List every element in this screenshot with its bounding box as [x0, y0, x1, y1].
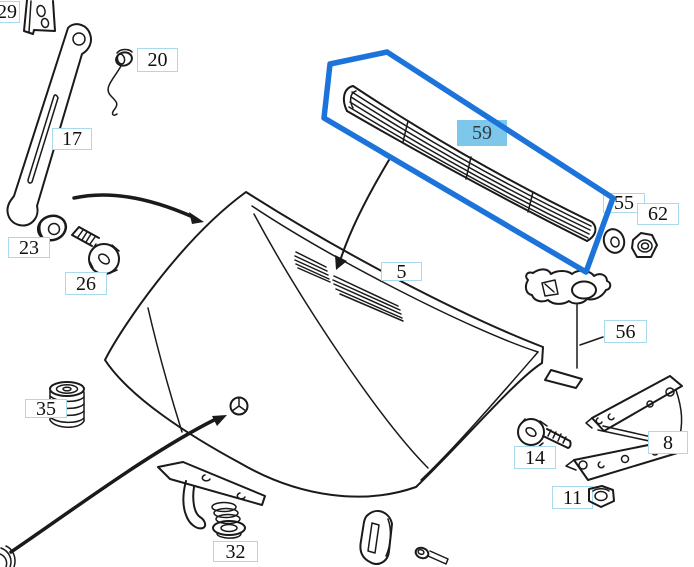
- part-label-8[interactable]: 8: [648, 431, 688, 454]
- corner-part-drawing: [0, 545, 16, 567]
- part-14-drawing: [517, 418, 572, 449]
- part-23-drawing: [36, 214, 68, 242]
- part-label-5[interactable]: 5: [381, 262, 422, 282]
- part-59-grille-drawing: [342, 85, 597, 242]
- part-32-drawing: [157, 461, 266, 539]
- part-label-32[interactable]: 32: [213, 541, 258, 562]
- part-8-drawing: [565, 375, 685, 481]
- part-29-drawing: [23, 0, 56, 35]
- leader-arrow-hood: [72, 193, 204, 224]
- mercedes-star-emblem: [229, 396, 249, 416]
- part-55-drawing: [602, 228, 626, 254]
- part-56-drawing: [524, 268, 612, 389]
- part-17-drawing: [6, 23, 92, 227]
- grommet-drawing: [359, 510, 393, 565]
- part-label-62[interactable]: 62: [637, 203, 679, 225]
- part-label-17[interactable]: 17: [52, 128, 92, 150]
- part-label-29[interactable]: 29: [0, 1, 20, 23]
- screw-drawing: [414, 546, 449, 565]
- part-62-drawing: [631, 232, 658, 258]
- part-26-drawing: [71, 226, 120, 275]
- part-5-hood-drawing: [104, 191, 544, 498]
- part-label-11[interactable]: 11: [552, 486, 593, 509]
- part-label-35[interactable]: 35: [25, 399, 67, 419]
- part-label-14[interactable]: 14: [514, 446, 556, 469]
- part-label-59-highlighted[interactable]: 59: [457, 120, 507, 146]
- part-20-drawing: [107, 48, 133, 116]
- part-label-26[interactable]: 26: [65, 272, 107, 295]
- part-label-20[interactable]: 20: [137, 48, 178, 72]
- part-label-56[interactable]: 56: [604, 320, 647, 343]
- leader-arrow-emblem: [9, 415, 227, 554]
- leader-arrow-grille: [335, 159, 390, 270]
- part-label-23[interactable]: 23: [8, 237, 50, 258]
